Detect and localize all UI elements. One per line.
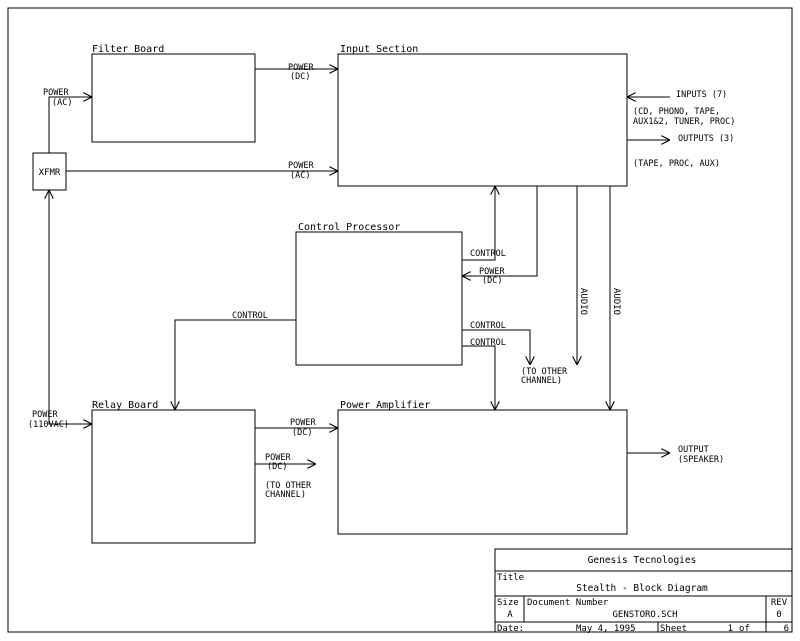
power-dc-label-1: POWER bbox=[288, 63, 314, 73]
to-other-label-2: (TO OTHER bbox=[265, 481, 312, 491]
sheet-total: 6 bbox=[784, 624, 789, 634]
sheet-label: Sheet bbox=[660, 624, 687, 634]
inputs-label: INPUTS (7) bbox=[676, 90, 727, 100]
ac-label-2: (AC) bbox=[290, 171, 310, 181]
inputs-list-1: (CD, PHONO, TAPE, bbox=[633, 107, 720, 117]
title-value: Stealth - Block Diagram bbox=[576, 583, 708, 594]
control-processor-block: Control Processor bbox=[295, 222, 463, 366]
cp-control-amp-line bbox=[462, 345, 495, 410]
size-label: Size bbox=[497, 598, 519, 608]
title-block bbox=[494, 548, 793, 633]
xfmr-block: XFMR bbox=[32, 152, 67, 191]
output-label: OUTPUT bbox=[678, 445, 709, 455]
inputs-list-2: AUX1&2, TUNER, PROC) bbox=[633, 117, 735, 127]
of-label: of bbox=[739, 624, 750, 634]
company-name: Genesis Tecnologies bbox=[588, 555, 697, 566]
rev-value: 0 bbox=[776, 610, 781, 620]
cp-to-relay-control-line bbox=[175, 319, 296, 410]
mains-power-line bbox=[49, 190, 92, 425]
power-amplifier-label: Power Amplifier bbox=[340, 400, 430, 411]
control-label-3: CONTROL bbox=[470, 338, 506, 348]
relay-board-label: Relay Board bbox=[92, 400, 158, 411]
filter-board-block: Filter Board bbox=[91, 44, 256, 143]
control-label-2: CONTROL bbox=[470, 321, 506, 331]
input-section-block: Input Section bbox=[337, 44, 628, 187]
dc-label-1: (DC) bbox=[290, 72, 310, 82]
xfmr-to-filter-power-line bbox=[48, 97, 92, 153]
power-dc-label-2: POWER bbox=[479, 267, 505, 277]
xfmr-label: XFMR bbox=[39, 168, 61, 178]
input-to-cp-dc-line bbox=[462, 186, 538, 276]
outputs-label: OUTPUTS (3) bbox=[678, 134, 734, 144]
dc-label-4: (DC) bbox=[267, 462, 287, 472]
cp-control-other-line bbox=[462, 329, 530, 365]
outputs-list: (TAPE, PROC, AUX) bbox=[633, 159, 720, 169]
title-label: Title bbox=[497, 573, 524, 583]
control-label-4: CONTROL bbox=[232, 311, 268, 321]
cp-to-input-control-line bbox=[462, 186, 495, 261]
dc-label-2: (DC) bbox=[482, 276, 502, 286]
power-dc-label-3: POWER bbox=[290, 418, 316, 428]
power-ac-label-2: POWER bbox=[288, 161, 314, 171]
relay-board-block: Relay Board bbox=[91, 400, 256, 544]
vac110-label: (110VAC) bbox=[28, 420, 69, 430]
audio-label-1: AUDIO bbox=[578, 288, 588, 315]
power-110-label: POWER bbox=[32, 410, 58, 420]
audio-label-2: AUDIO bbox=[611, 288, 621, 315]
power-ac-label-1: POWER bbox=[43, 88, 69, 98]
date-value: May 4, 1995 bbox=[576, 624, 636, 634]
rev-label: REV bbox=[771, 598, 788, 608]
power-dc-label-4: POWER bbox=[265, 453, 291, 463]
docnum-label: Document Number bbox=[527, 598, 609, 608]
channel-label-1: CHANNEL) bbox=[521, 376, 562, 386]
control-processor-label: Control Processor bbox=[298, 222, 400, 233]
to-other-label-1: (TO OTHER bbox=[521, 367, 568, 377]
date-label: Date: bbox=[497, 624, 524, 634]
dc-label-3: (DC) bbox=[292, 428, 312, 438]
docnum-value: GENSTORO.SCH bbox=[612, 610, 677, 620]
power-amplifier-block: Power Amplifier bbox=[337, 400, 628, 535]
filter-board-label: Filter Board bbox=[92, 44, 164, 55]
channel-label-2: CHANNEL) bbox=[265, 490, 306, 500]
sheet-value: 1 bbox=[728, 624, 733, 634]
control-label-1: CONTROL bbox=[470, 249, 506, 259]
size-value: A bbox=[507, 610, 513, 620]
speaker-label: (SPEAKER) bbox=[678, 455, 724, 465]
ac-label-1: (AC) bbox=[52, 98, 72, 108]
input-section-label: Input Section bbox=[340, 44, 418, 55]
page-border bbox=[7, 7, 793, 633]
